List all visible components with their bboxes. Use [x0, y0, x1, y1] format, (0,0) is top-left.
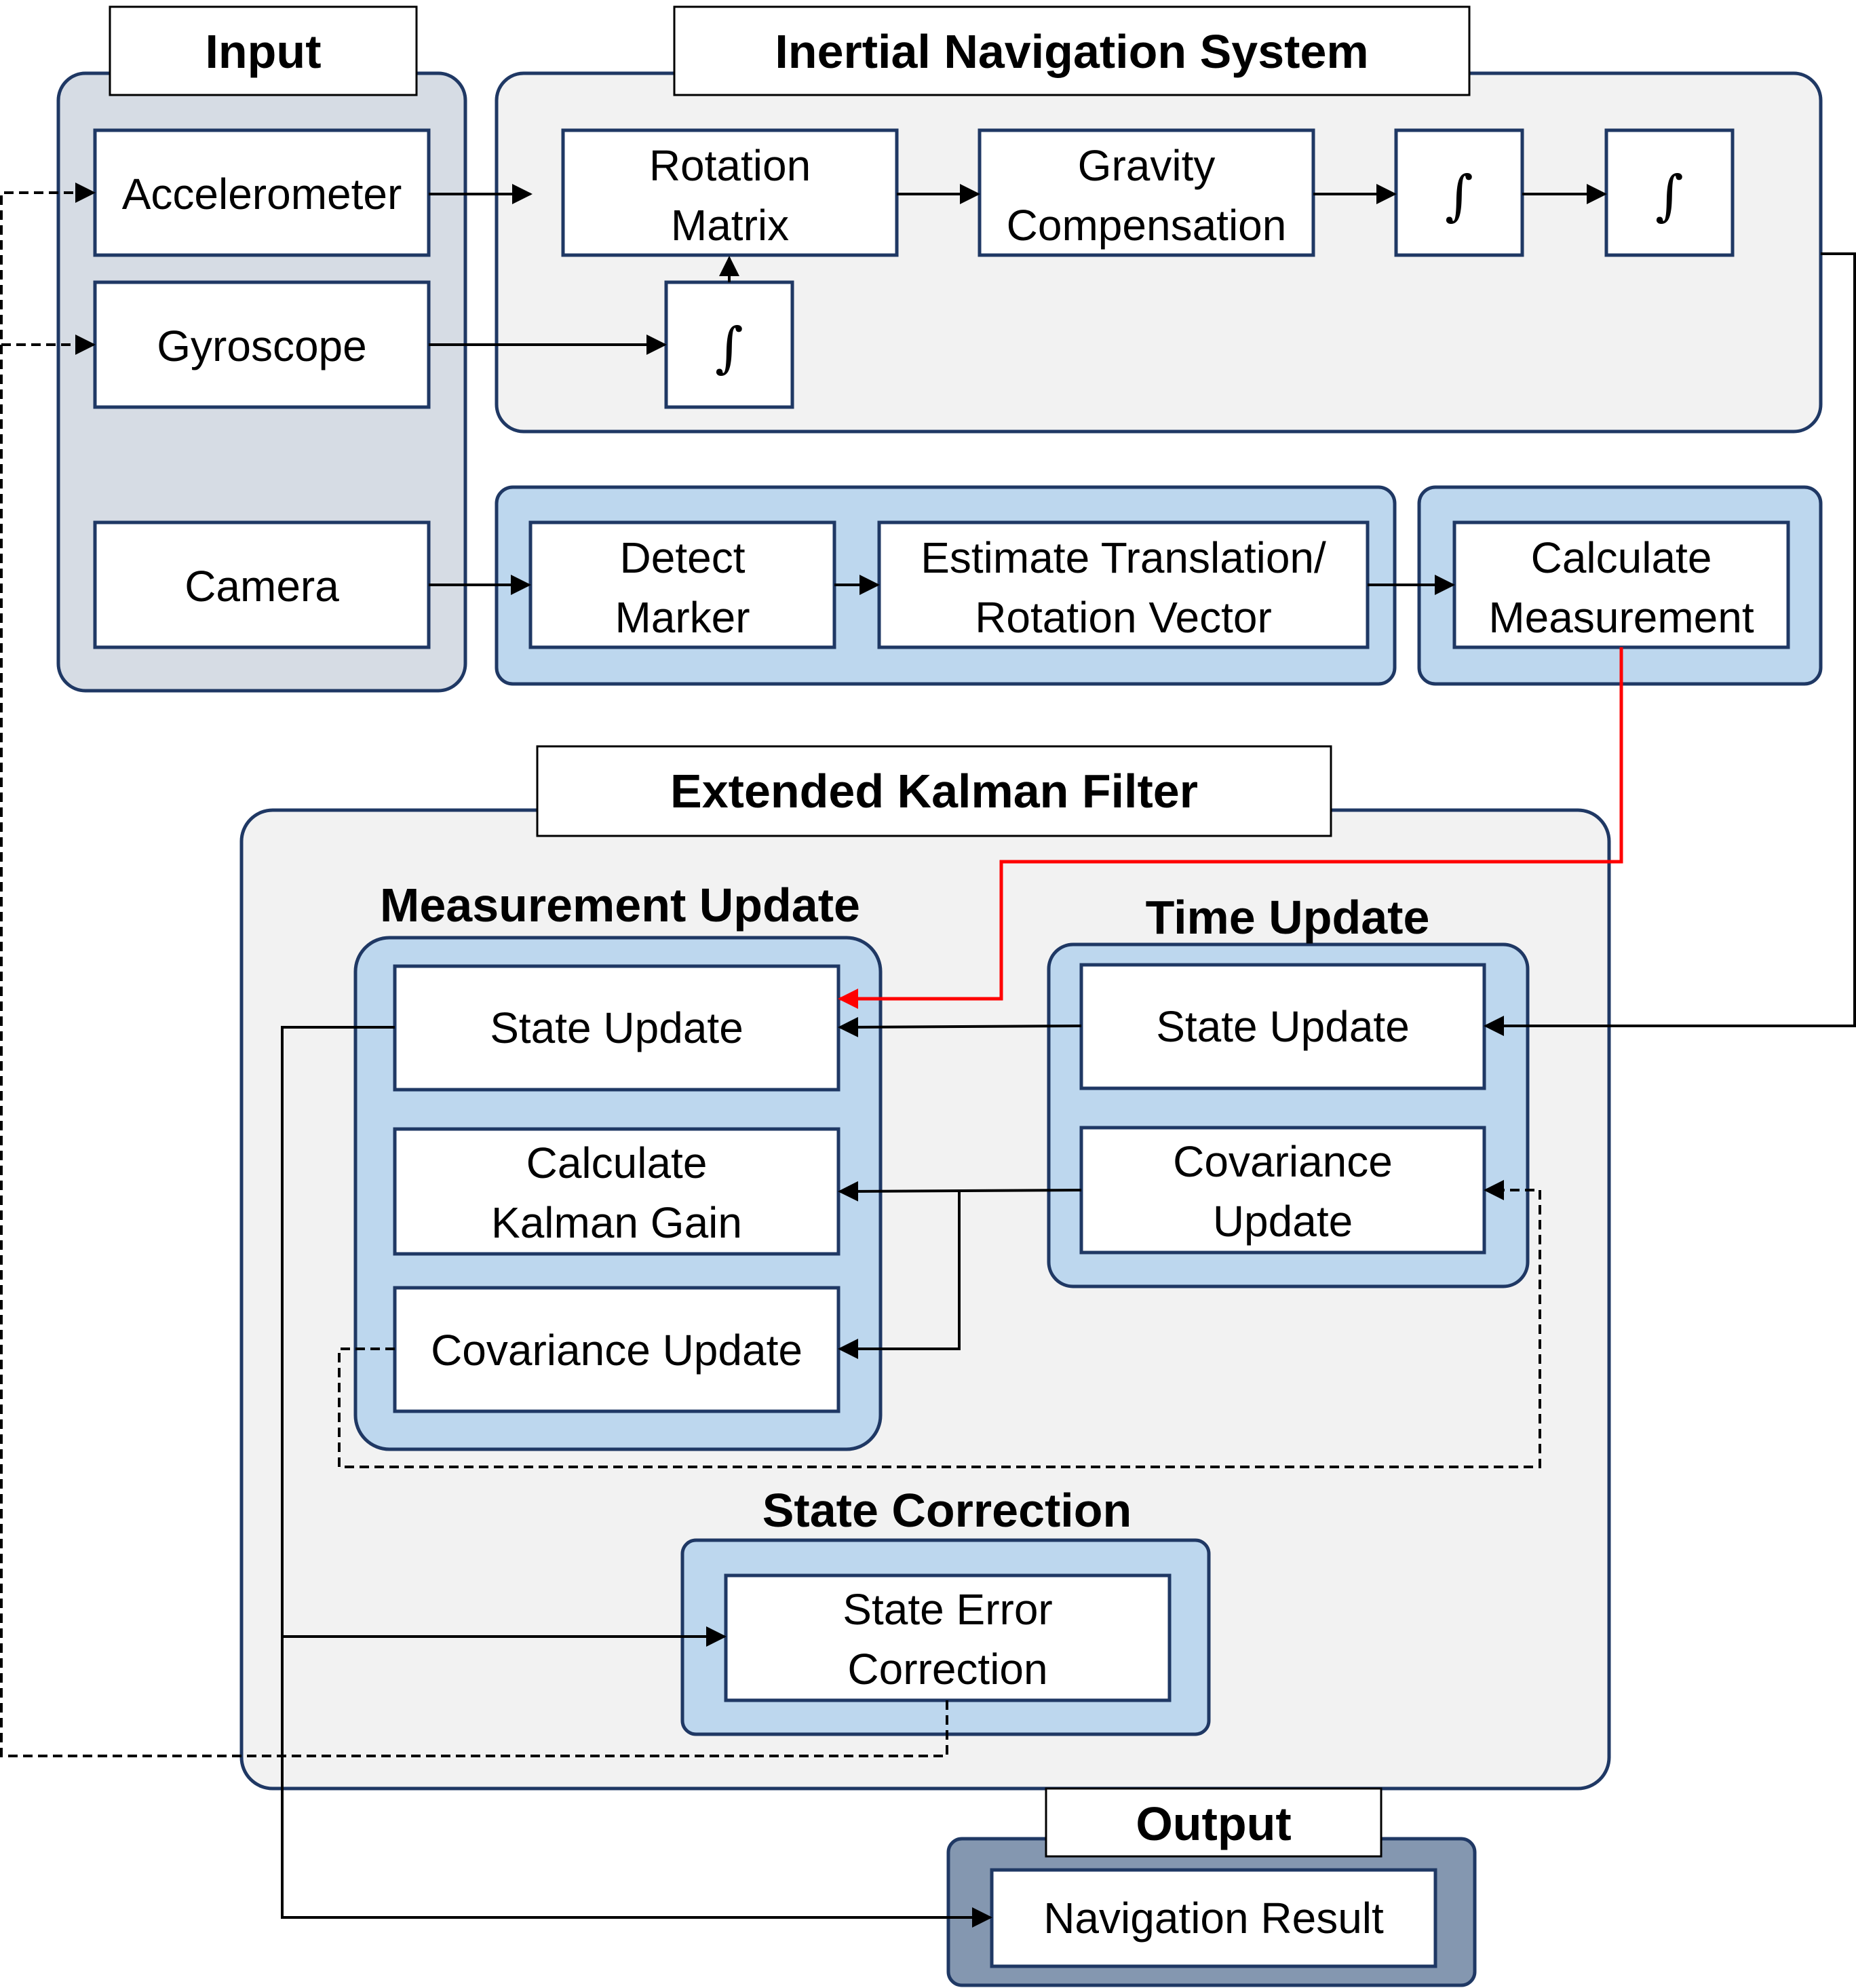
state-correction-title: State Correction: [762, 1484, 1132, 1537]
calculate-measurement-box: Calculate Measurement: [1452, 520, 1790, 649]
time-state-update-box: State Update: [1079, 963, 1486, 1090]
rotation-matrix-box: Rotation Matrix: [561, 128, 899, 257]
time-cov-to-kalman-gain-arrow: [838, 1181, 1082, 1202]
svg-text:Input: Input: [205, 25, 321, 78]
integral-symbol: ∫: [715, 316, 743, 379]
svg-text:Correction: Correction: [847, 1645, 1047, 1694]
kalman-gain-box: Calculate Kalman Gain: [393, 1127, 840, 1256]
svg-text:Gyroscope: Gyroscope: [157, 322, 366, 370]
svg-text:Gravity: Gravity: [1078, 141, 1216, 190]
integral-symbol: ∫: [1655, 164, 1684, 227]
integrator-attitude-box: ∫: [664, 280, 794, 409]
svg-text:Matrix: Matrix: [671, 201, 789, 250]
gravity-compensation-box: Gravity Compensation: [978, 128, 1315, 257]
svg-text:Calculate: Calculate: [1531, 533, 1712, 582]
integrator-velocity-box: ∫: [1394, 128, 1524, 257]
svg-text:Rotation: Rotation: [649, 141, 811, 190]
time-covariance-update-box: Covariance Update: [1079, 1126, 1486, 1255]
svg-text:State Error: State Error: [843, 1585, 1052, 1634]
navigation-result-box: Navigation Result: [990, 1868, 1437, 1968]
svg-text:Calculate: Calculate: [526, 1139, 708, 1187]
input-title: Input: [109, 5, 418, 96]
integral-symbol: ∫: [1445, 164, 1473, 227]
svg-text:Measurement: Measurement: [1488, 593, 1754, 642]
state-error-correction-box: State Error Correction: [724, 1573, 1172, 1702]
svg-text:Estimate Translation/: Estimate Translation/: [921, 533, 1326, 582]
svg-text:Rotation Vector: Rotation Vector: [975, 593, 1272, 642]
measurement-to-state-update-red-arrow: [838, 647, 1623, 1009]
covariance-feedback-dashed-arrow: [338, 1180, 1541, 1468]
measurement-state-update-box: State Update: [393, 964, 840, 1092]
detect-marker-box: Detect Marker: [528, 520, 836, 649]
svg-text:State Update: State Update: [1156, 1002, 1410, 1051]
svg-text:Detect: Detect: [620, 533, 746, 582]
ins-to-time-state-arrow: [1484, 252, 1856, 1036]
ins-title: Inertial Navigation System: [673, 5, 1471, 96]
time-state-to-measurement-state-arrow: [838, 1016, 1082, 1037]
measurement-update-title: Measurement Update: [380, 879, 860, 932]
svg-text:Kalman Gain: Kalman Gain: [491, 1198, 742, 1247]
svg-text:Inertial Navigation System: Inertial Navigation System: [775, 25, 1368, 78]
svg-text:Output: Output: [1136, 1797, 1291, 1850]
measurement-covariance-update-box: Covariance Update: [393, 1286, 840, 1413]
svg-text:Camera: Camera: [185, 562, 339, 611]
svg-text:Covariance Update: Covariance Update: [431, 1326, 803, 1375]
svg-text:Accelerometer: Accelerometer: [122, 170, 402, 218]
svg-text:Update: Update: [1213, 1197, 1353, 1246]
accelerometer-box: Accelerometer: [93, 128, 431, 257]
state-update-to-output-arrow: [281, 1026, 992, 1928]
svg-text:Compensation: Compensation: [1007, 201, 1287, 250]
svg-text:Extended Kalman Filter: Extended Kalman Filter: [670, 765, 1198, 818]
integrator-position-box: ∫: [1604, 128, 1735, 257]
svg-text:Navigation Result: Navigation Result: [1043, 1894, 1384, 1943]
camera-box: Camera: [93, 520, 431, 649]
svg-text:Covariance: Covariance: [1173, 1137, 1393, 1186]
svg-text:State Update: State Update: [490, 1003, 743, 1052]
time-cov-to-measurement-cov-arrow: [838, 1191, 961, 1359]
gyroscope-box: Gyroscope: [93, 280, 431, 409]
time-update-title: Time Update: [1146, 891, 1430, 944]
correction-feedback-to-sensors-dashed-arrow: [0, 183, 948, 1757]
estimate-translation-rotation-box: Estimate Translation/ Rotation Vector: [877, 520, 1370, 649]
svg-text:Marker: Marker: [615, 593, 750, 642]
output-title: Output: [1045, 1787, 1383, 1858]
ekf-title: Extended Kalman Filter: [536, 745, 1332, 837]
